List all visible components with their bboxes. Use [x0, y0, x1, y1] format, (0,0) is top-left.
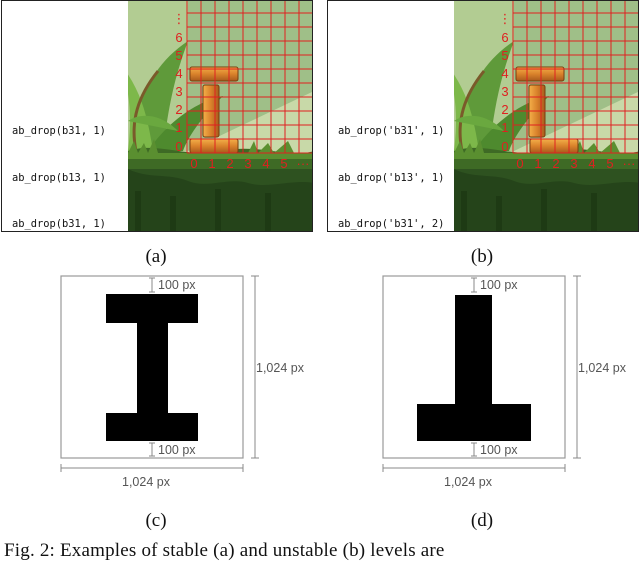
code-line: ab_drop(b13, 1)	[12, 171, 106, 184]
top-gap-label: 100 px	[158, 278, 196, 292]
y-tick-label: ⋮	[173, 11, 186, 26]
x-tick-label: ···	[623, 156, 636, 171]
y-tick-label: 3	[501, 84, 508, 99]
bottom-gap-label: 100 px	[480, 443, 518, 457]
x-tick-label: 0	[190, 156, 197, 171]
y-tick-label: 2	[175, 102, 182, 117]
code-block-b: ab_drop('b31', 1) ab_drop('b13', 1) ab_d…	[338, 93, 445, 231]
y-tick-label: ⋮	[499, 11, 512, 26]
figure-caption: Fig. 2: Examples of stable (a) and unsta…	[4, 540, 445, 561]
grid-lines-b	[512, 1, 638, 154]
code-line: ab_drop(b31, 1)	[12, 218, 106, 230]
game-scene-a-svg: 0 1 2 3 4 5 6 ⋮ 0 1 2 3 4 5 ···	[128, 1, 312, 231]
caption-d: (d)	[470, 510, 494, 531]
y-tick-label: 2	[501, 102, 508, 117]
caption-c: (c)	[145, 510, 167, 531]
game-scene-b-svg: 0 1 2 3 4 5 6 ⋮ 0 1 2 3 4 5 ···	[454, 1, 638, 231]
x-tick-label: 3	[244, 156, 251, 171]
width-label: 1,024 px	[122, 475, 170, 489]
y-tick-label: 4	[175, 66, 182, 81]
x-tick-label: 3	[570, 156, 577, 171]
i-stem	[137, 319, 168, 419]
panel-c-diagram: 100 px 100 px 1,024 px 1,024 px	[58, 275, 318, 505]
y-tick-label: 5	[175, 48, 182, 63]
game-scene-a: 0 1 2 3 4 5 6 ⋮ 0 1 2 3 4 5 ···	[128, 1, 312, 231]
t-base	[417, 404, 531, 441]
i-bottom-bar	[106, 413, 198, 441]
y-tick-label: 1	[175, 120, 182, 135]
x-tick-label: 2	[552, 156, 559, 171]
x-tick-label: 0	[516, 156, 523, 171]
y-tick-label: 0	[175, 139, 182, 154]
panel-a-screenshot: ab_drop(b31, 1) ab_drop(b13, 1) ab_drop(…	[1, 0, 313, 232]
code-line: ab_drop(b31, 1)	[12, 125, 106, 137]
panel-c-svg	[60, 275, 259, 472]
y-tick-label: 0	[501, 139, 508, 154]
code-line: ab_drop('b31', 1)	[338, 125, 445, 137]
panel-d-diagram: 100 px 100 px 1,024 px 1,024 px	[380, 275, 640, 505]
caption-b: (b)	[470, 246, 494, 267]
x-tick-label: 4	[262, 156, 269, 171]
y-tick-label: 1	[501, 120, 508, 135]
y-tick-label: 3	[175, 84, 182, 99]
y-tick-label: 5	[501, 48, 508, 63]
caption-a: (a)	[145, 246, 167, 267]
x-tick-label: 2	[226, 156, 233, 171]
game-scene-b: 0 1 2 3 4 5 6 ⋮ 0 1 2 3 4 5 ···	[454, 1, 638, 231]
code-line: ab_drop('b31', 2)	[338, 218, 445, 230]
grid-lines-a	[186, 1, 312, 154]
i-top-bar	[106, 294, 198, 323]
width-label: 1,024 px	[444, 475, 492, 489]
x-tick-label: 5	[606, 156, 613, 171]
height-label: 1,024 px	[256, 361, 304, 375]
x-tick-label: 1	[534, 156, 541, 171]
y-tick-label: 4	[501, 66, 508, 81]
x-tick-label: 4	[588, 156, 595, 171]
x-tick-label: 5	[280, 156, 287, 171]
top-gap-label: 100 px	[480, 278, 518, 292]
t-stem	[455, 295, 492, 407]
y-tick-label: 6	[175, 30, 182, 45]
height-label: 1,024 px	[578, 361, 626, 375]
x-tick-label: 1	[208, 156, 215, 171]
code-line: ab_drop('b13', 1)	[338, 171, 445, 184]
bottom-gap-label: 100 px	[158, 443, 196, 457]
code-block-a: ab_drop(b31, 1) ab_drop(b13, 1) ab_drop(…	[12, 93, 106, 231]
x-tick-label: ···	[297, 156, 310, 171]
y-tick-label: 6	[501, 30, 508, 45]
panel-d-svg	[382, 275, 581, 472]
panel-b-screenshot: ab_drop('b31', 1) ab_drop('b13', 1) ab_d…	[327, 0, 639, 232]
